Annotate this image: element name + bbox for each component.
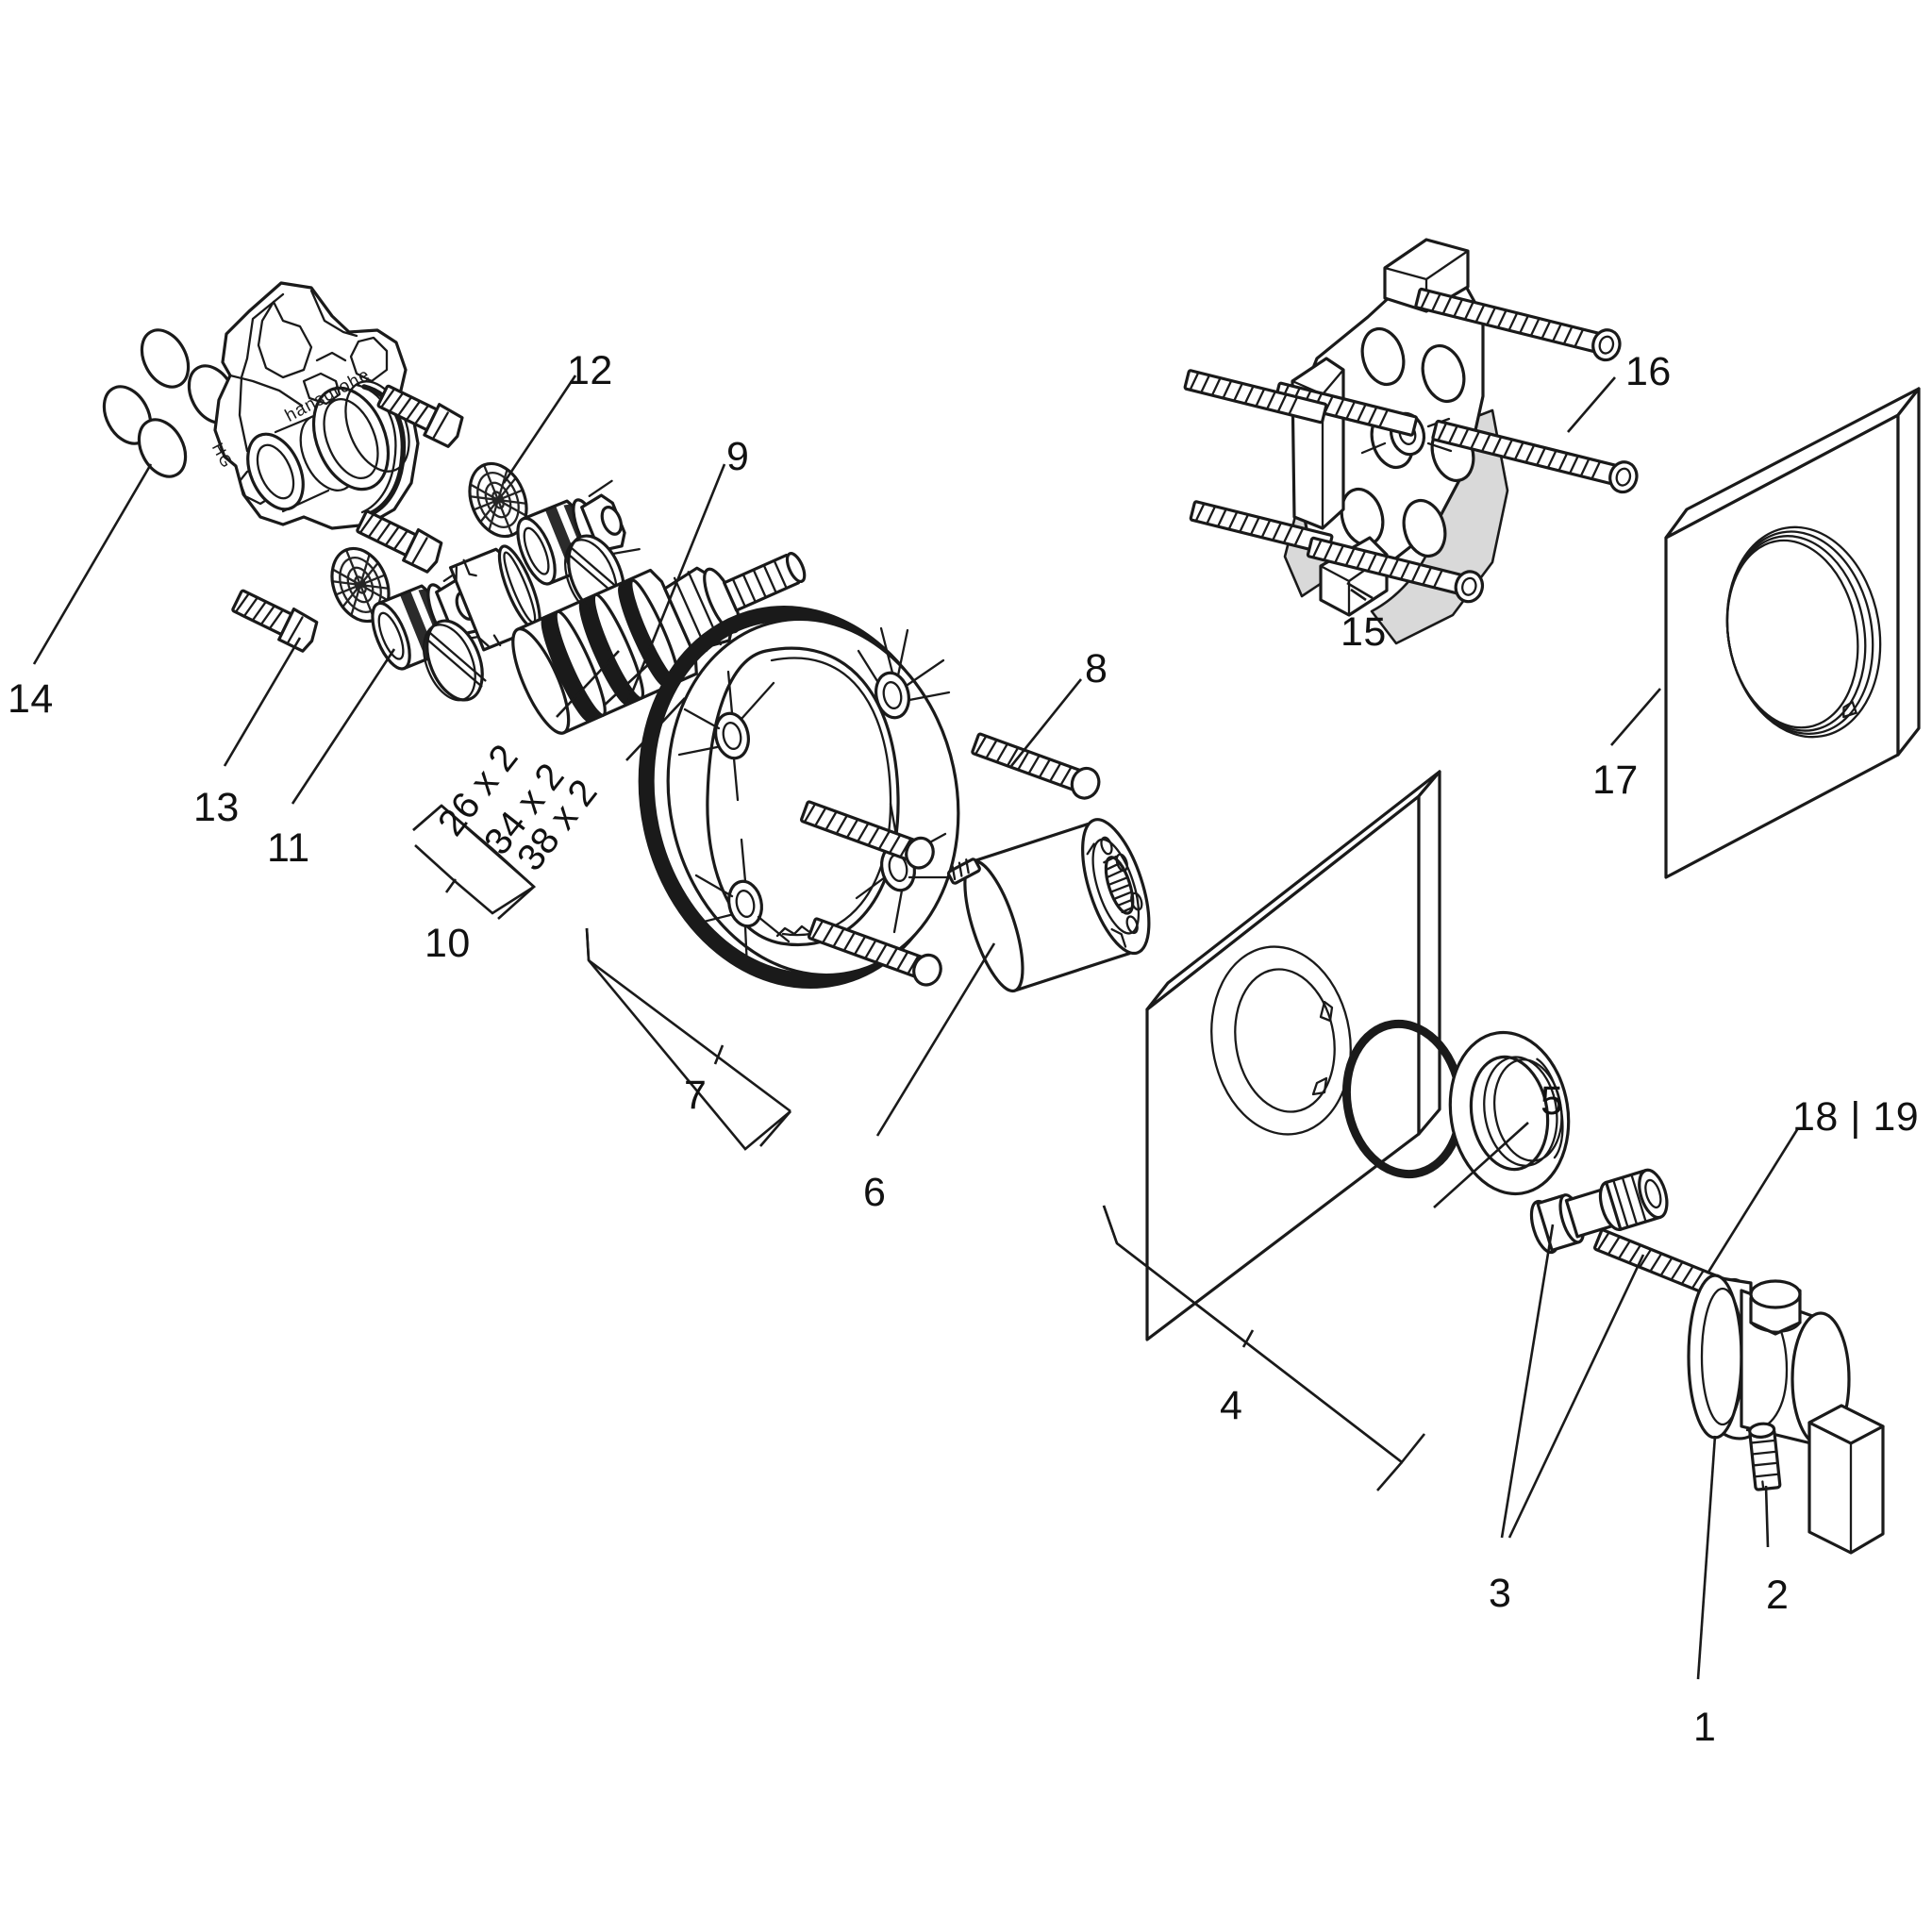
part-16-threaded-rods xyxy=(1183,287,1639,604)
callout-14: 14 xyxy=(8,676,54,722)
callout-2: 2 xyxy=(1766,1573,1790,1618)
callout-1: 1 xyxy=(1693,1705,1717,1750)
callout-7: 7 xyxy=(684,1073,708,1118)
part-adaptor-cup xyxy=(448,544,541,652)
callout-5: 5 xyxy=(1541,1078,1564,1124)
callout-3: 3 xyxy=(1489,1571,1512,1616)
callout-4: 4 xyxy=(1220,1383,1243,1428)
callout-10: 10 xyxy=(425,921,471,966)
part-1-handle-body xyxy=(1687,1274,1885,1555)
part-8-fixing-screws xyxy=(800,732,1101,987)
part-17-square-wall-escutcheon xyxy=(1664,387,1921,879)
callout-17: 17 xyxy=(1592,758,1639,803)
part-15-mounting-bracket-kit xyxy=(1183,238,1639,645)
part-9-thermostatic-cartridge xyxy=(511,552,807,735)
part-2-grub-screw xyxy=(1748,1422,1782,1491)
callout-8: 8 xyxy=(1085,646,1108,691)
part-12-filter-screens xyxy=(330,461,528,624)
part-6-extension-sleeve xyxy=(946,818,1151,993)
callout-12: 12 xyxy=(567,348,613,393)
callout-13: 13 xyxy=(193,785,240,830)
callout-18-19: 18 | 19 xyxy=(1792,1094,1920,1140)
callout-16: 16 xyxy=(1625,349,1672,394)
part-7-rosette-base-plate xyxy=(638,605,960,990)
callout-9: 9 xyxy=(726,434,750,479)
callout-6: 6 xyxy=(863,1170,887,1215)
part-14-basic-valve-body: hansgrohe HG xyxy=(102,281,420,530)
part-5-oring-and-trim-ring xyxy=(1341,1019,1571,1196)
part-13-mounting-screws xyxy=(231,384,464,653)
callout-15: 15 xyxy=(1341,609,1387,655)
leader-lines xyxy=(32,375,1800,1680)
part-4-square-escutcheon-plate xyxy=(1145,770,1441,1341)
callout-11: 11 xyxy=(267,825,310,871)
